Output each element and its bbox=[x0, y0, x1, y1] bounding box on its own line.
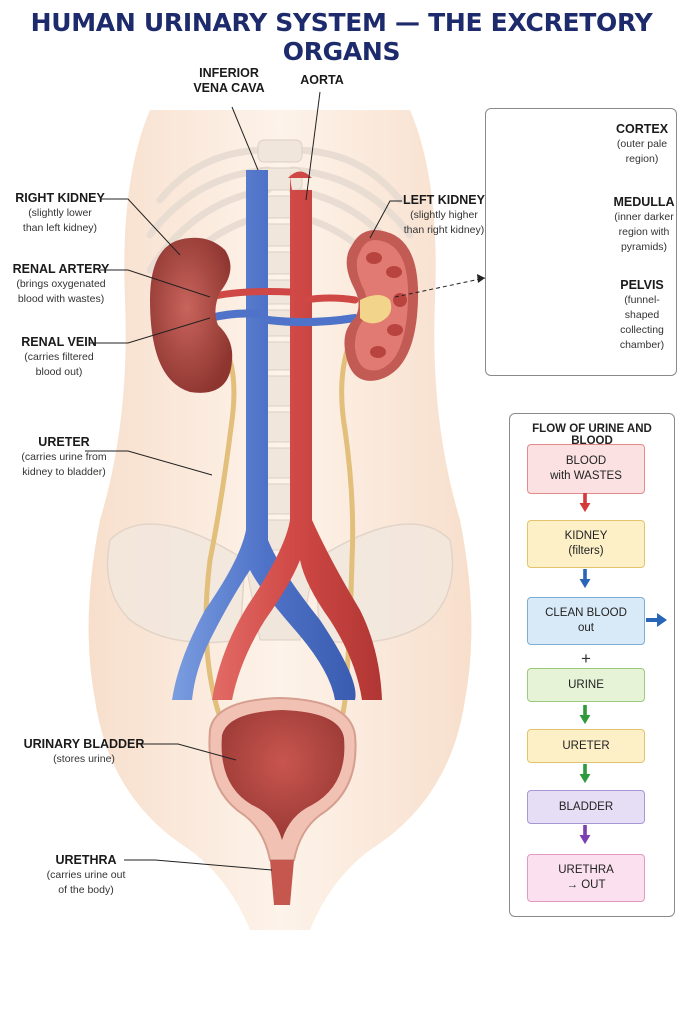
label-cortex: CORTEX (outer pale region) bbox=[615, 122, 669, 165]
flow-step-line1: URETHRA bbox=[558, 864, 614, 876]
right-kidney bbox=[150, 237, 233, 393]
flow-step-line1: BLADDER bbox=[558, 800, 614, 813]
label-renal-artery: RENAL ARTERY (brings oxygenated blood wi… bbox=[12, 262, 110, 305]
flow-step-line1: CLEAN BLOOD bbox=[545, 607, 627, 619]
urethra bbox=[270, 860, 294, 905]
plus-sign: + bbox=[581, 649, 591, 668]
left-kidney bbox=[344, 230, 419, 381]
flow-step-line1: KIDNEY bbox=[564, 530, 608, 542]
flow-step-line2: (filters) bbox=[568, 545, 604, 557]
flow-step-kidney: KIDNEY (filters) bbox=[527, 520, 645, 568]
page-title: HUMAN URINARY SYSTEM — THE EXCRETORY ORG… bbox=[30, 8, 653, 66]
flow-step-urethra: URETHRA → OUT bbox=[527, 854, 645, 902]
flow-step-line2: → OUT bbox=[566, 879, 606, 891]
flow-step-line2: out bbox=[578, 622, 594, 634]
aorta bbox=[212, 170, 382, 700]
kidney-inset-panel: CORTEX (outer pale region) MEDULLA (inne… bbox=[485, 108, 677, 376]
label-renal-vein: RENAL VEIN (carries filtered blood out) bbox=[21, 335, 97, 378]
flow-step-line1: URETER bbox=[562, 739, 610, 752]
label-pelvis: PELVIS (funnel-shaped collecting chamber… bbox=[619, 278, 665, 351]
flow-down-arrow-icon bbox=[579, 764, 591, 784]
label-medulla: MEDULLA (inner darker region with pyrami… bbox=[613, 195, 675, 253]
flow-down-arrow-icon bbox=[579, 825, 591, 845]
flow-down-arrow-icon bbox=[579, 569, 591, 589]
label-left-kidney: LEFT KIDNEY (slightly higher than right … bbox=[403, 193, 485, 236]
flow-step-line1: BLOOD bbox=[565, 455, 607, 467]
label-urethra: URETHRA (carries urine out of the body) bbox=[46, 853, 126, 896]
urinary-bladder bbox=[208, 696, 357, 861]
label-aorta: AORTA bbox=[300, 73, 344, 87]
flow-step-bladder: BLADDER bbox=[527, 790, 645, 824]
flow-down-arrow-icon bbox=[579, 493, 591, 513]
flow-step-blood: BLOOD with WASTES bbox=[527, 444, 645, 494]
flow-down-arrow-icon bbox=[579, 705, 591, 725]
label-right-kidney: RIGHT KIDNEY (slightly lower than left k… bbox=[15, 191, 105, 234]
label-urinary-bladder: URINARY BLADDER (stores urine) bbox=[23, 737, 145, 765]
label-ureter: URETER (carries urine from kidney to bla… bbox=[21, 435, 107, 478]
flow-step-ureter: URETER bbox=[527, 729, 645, 763]
flow-step-clean-blood: CLEAN BLOOD out bbox=[527, 597, 645, 645]
ureters bbox=[203, 327, 358, 743]
flow-step-line2: with WASTES bbox=[550, 470, 622, 482]
leader-lines bbox=[85, 91, 486, 871]
inferior-vena-cava bbox=[172, 170, 356, 700]
flow-right-arrow-icon bbox=[646, 613, 667, 627]
label-inferior-vena-cava: INFERIOR VENA CAVA bbox=[193, 66, 265, 95]
flow-step-line1: URINE bbox=[568, 678, 604, 691]
flow-step-urine: URINE bbox=[527, 668, 645, 702]
